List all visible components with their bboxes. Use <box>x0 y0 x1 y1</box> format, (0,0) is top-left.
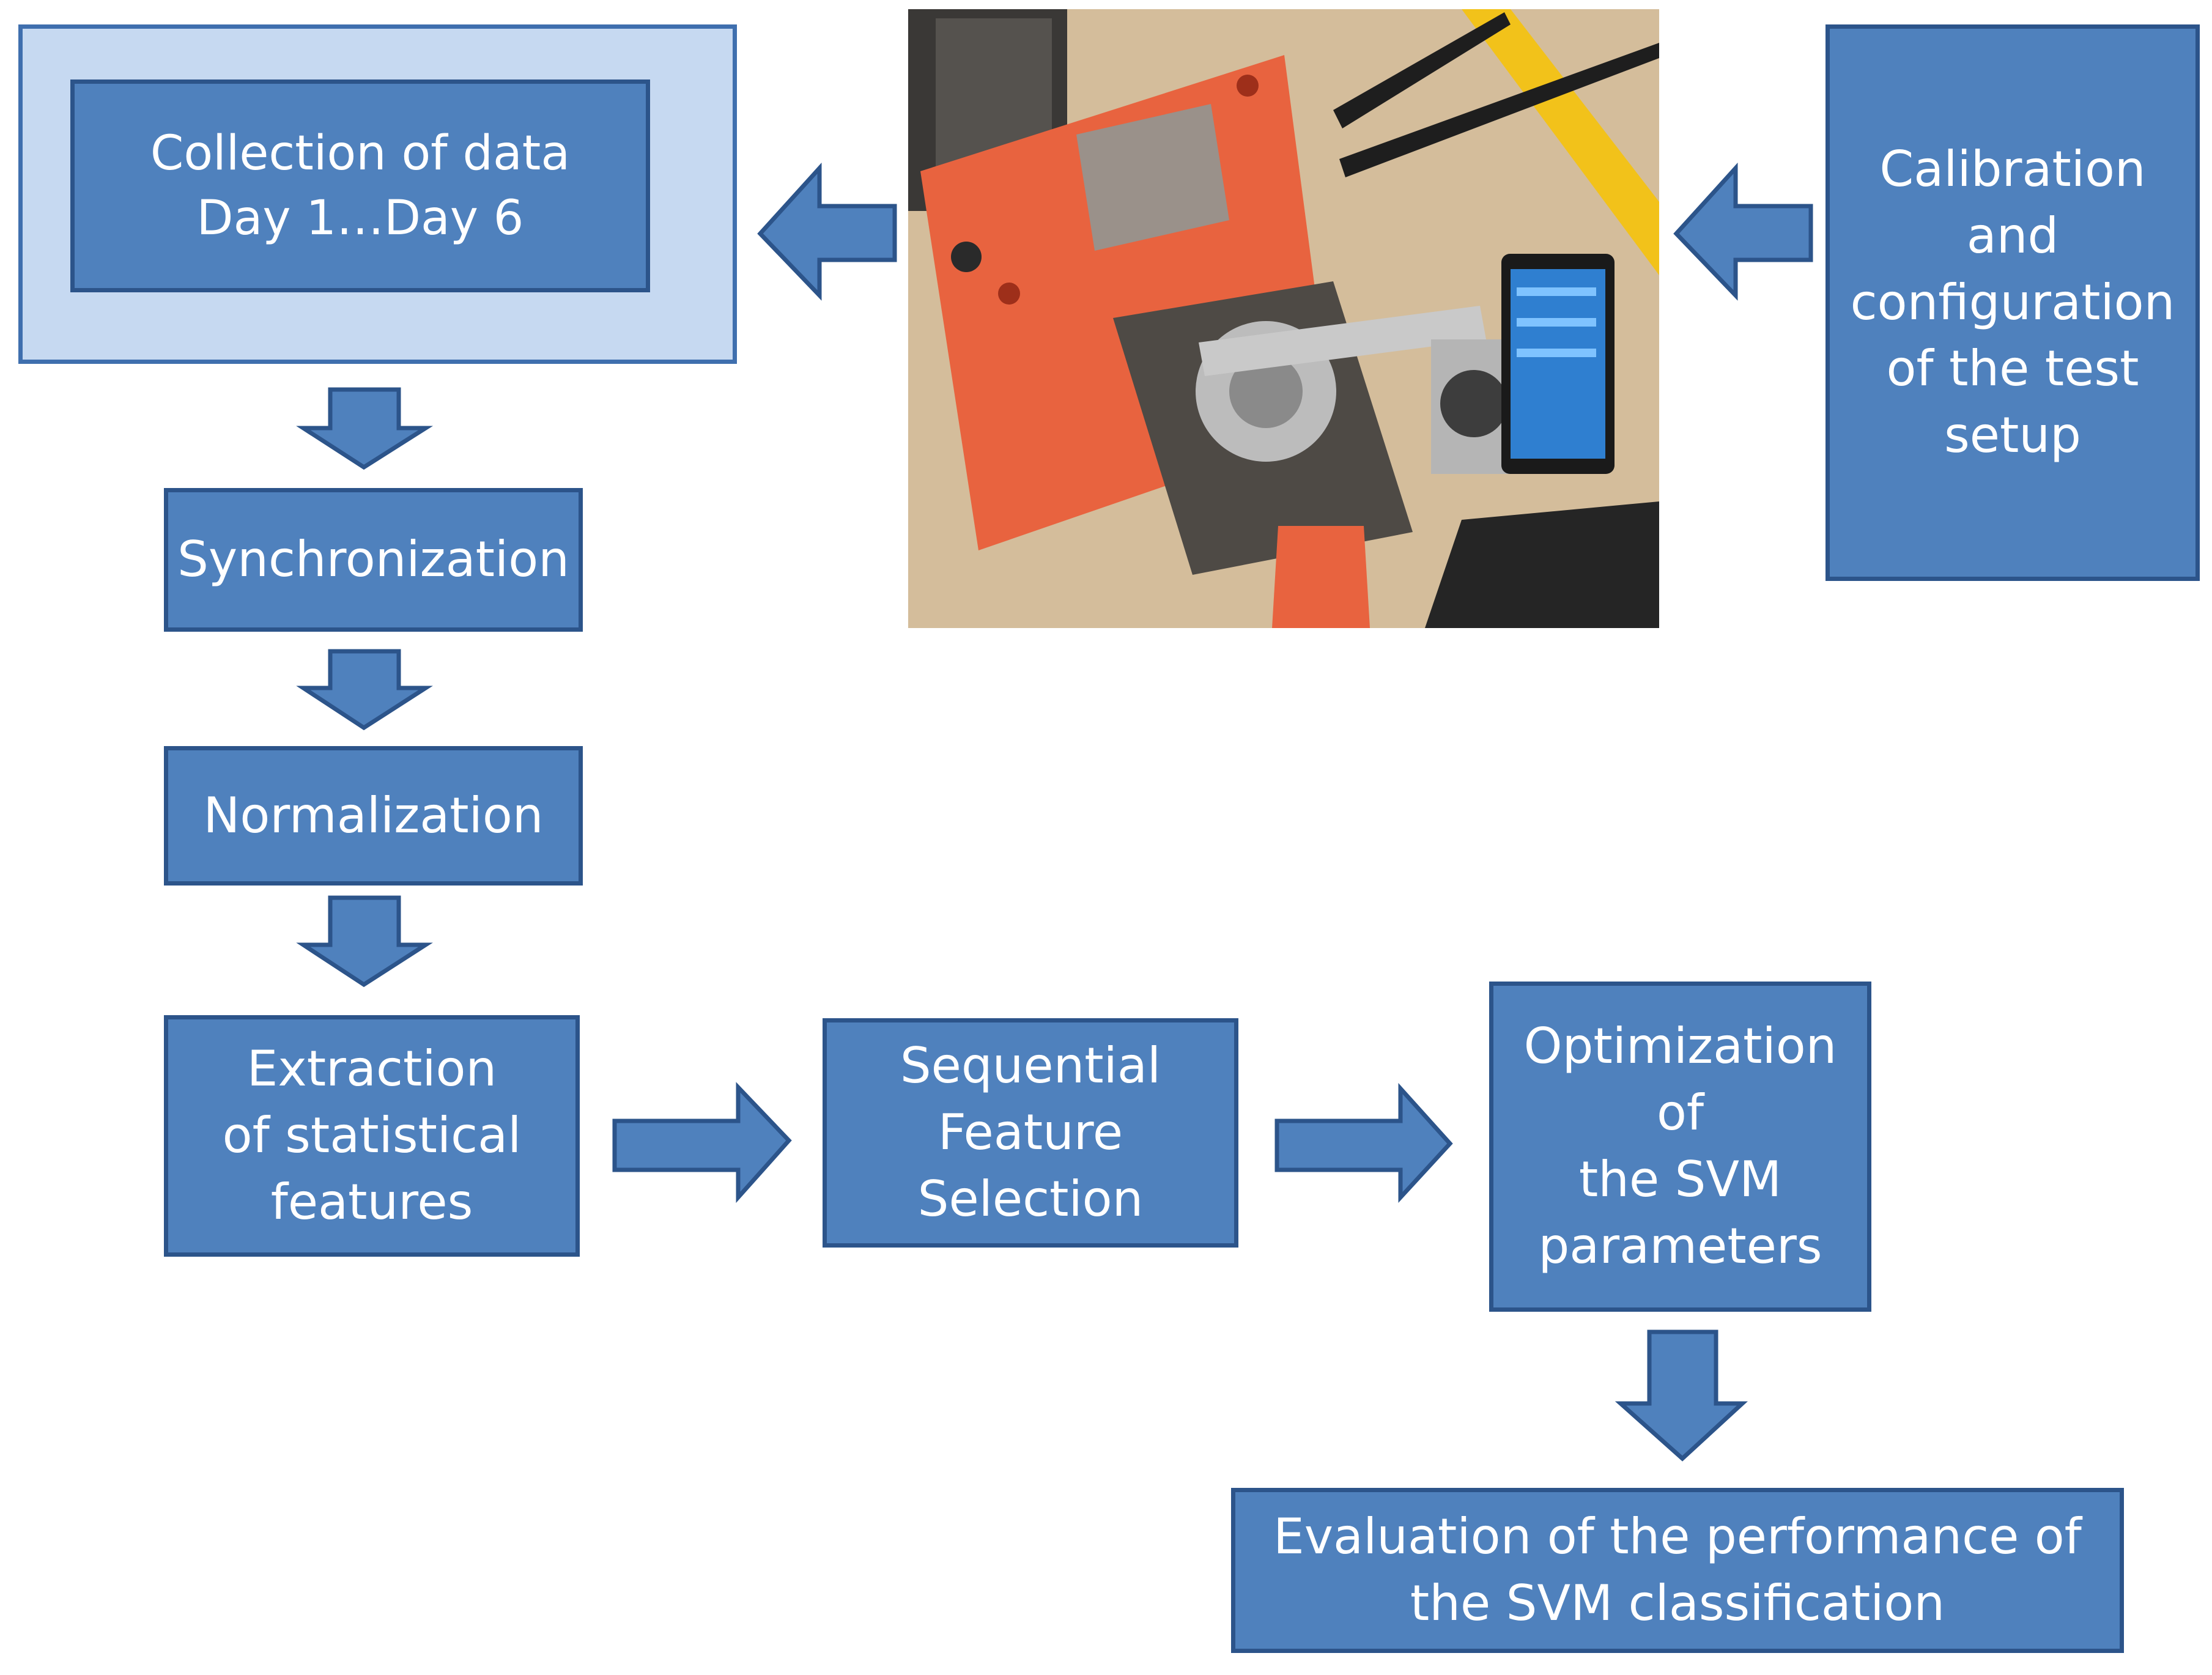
collection-line2: Day 1…Day 6 <box>196 191 524 246</box>
svm-optimization-box: Optimization of the SVM parameters <box>1489 982 1871 1312</box>
feature-extraction-box: Extraction of statistical features <box>164 1015 580 1257</box>
calibration-line3: configuration <box>1850 273 2175 331</box>
calibration-box: Calibration and configuration of the tes… <box>1825 24 2200 581</box>
selection-line2: Feature <box>938 1104 1123 1161</box>
collection-of-data-box: Collection of data Day 1…Day 6 <box>70 79 650 292</box>
normalization-label: Normalization <box>203 786 544 844</box>
arrow-extraction-to-selection <box>612 1082 792 1204</box>
arrow-sync-to-normalization <box>296 649 433 731</box>
arrow-normalization-to-extraction <box>296 895 433 988</box>
selection-line3: Selection <box>917 1170 1144 1227</box>
evaluation-line2: the SVM classification <box>1410 1575 1945 1632</box>
arrow-collection-to-sync <box>296 387 434 470</box>
calibration-line1: Calibration <box>1879 141 2146 198</box>
normalization-box: Normalization <box>164 746 583 886</box>
optimization-line4: parameters <box>1538 1217 1822 1274</box>
selection-line1: Sequential <box>900 1037 1161 1095</box>
evaluation-box: Evaluation of the performance of the SVM… <box>1231 1488 2124 1653</box>
optimization-line3: the SVM <box>1578 1151 1782 1208</box>
calibration-line5: setup <box>1944 407 2081 464</box>
synchronization-label: Synchronization <box>177 531 569 588</box>
feature-selection-box: Sequential Feature Selection <box>823 1018 1238 1248</box>
arrow-selection-to-optimization <box>1274 1082 1453 1203</box>
extraction-line2: of statistical <box>222 1107 522 1164</box>
arrow-optimization-to-evaluation <box>1615 1329 1748 1462</box>
calibration-line4: of the test <box>1886 340 2139 397</box>
arrow-photo-to-collection <box>757 162 897 301</box>
arrow-calibration-to-photo <box>1673 162 1813 301</box>
optimization-line2: of <box>1656 1084 1704 1142</box>
synchronization-box: Synchronization <box>164 488 583 632</box>
extraction-line3: features <box>270 1173 473 1230</box>
collection-line1: Collection of data <box>150 125 571 181</box>
optimization-line1: Optimization <box>1523 1018 1837 1075</box>
calibration-line2: and <box>1966 207 2059 264</box>
extraction-line1: Extraction <box>246 1040 497 1098</box>
evaluation-line1: Evaluation of the performance of <box>1273 1508 2082 1566</box>
